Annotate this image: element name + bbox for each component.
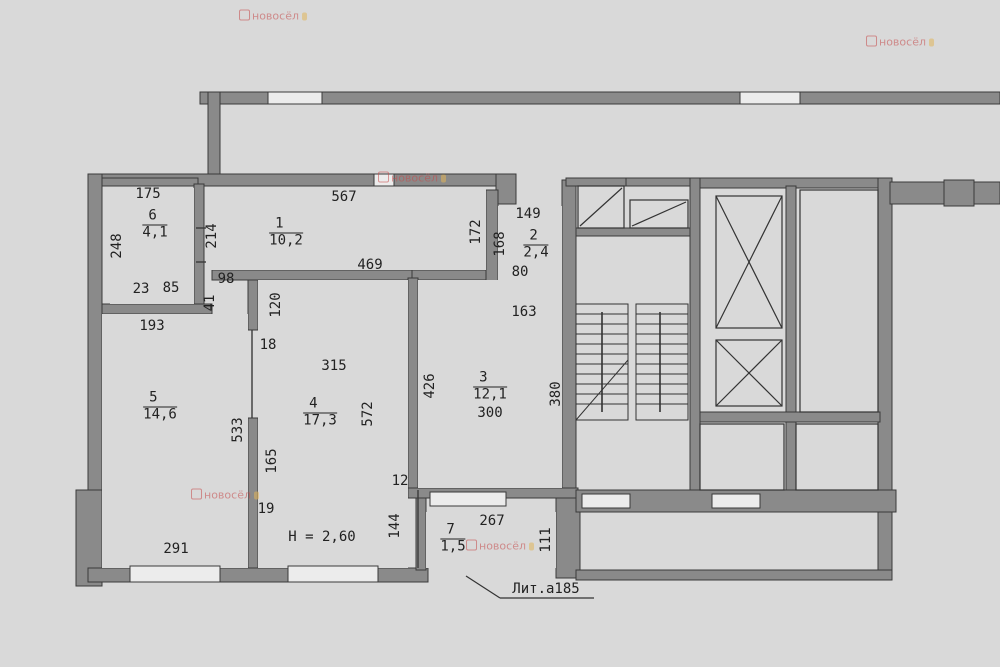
house-icon: [191, 488, 203, 500]
dim: 214: [204, 223, 220, 249]
dim: 18: [259, 337, 277, 353]
key-icon: [928, 38, 934, 47]
dim: 267: [479, 513, 505, 529]
dim: 41: [202, 294, 218, 312]
dim: 380: [548, 381, 564, 407]
key-icon: [440, 174, 446, 183]
key-icon: [301, 12, 307, 21]
staircase: [575, 303, 689, 421]
dim: 19: [257, 501, 275, 517]
corridor-left-wall: [207, 91, 221, 177]
wall-room4-left-upper: [247, 279, 259, 331]
dim: 144: [387, 513, 403, 539]
wall-room5-top: [101, 303, 213, 315]
dim: 111: [538, 527, 554, 553]
dim: 120: [268, 292, 284, 318]
house-icon: [378, 171, 390, 183]
house-icon: [466, 539, 478, 551]
window: [429, 491, 507, 507]
dim: 165: [264, 448, 280, 474]
window: [129, 565, 221, 583]
dim: 315: [321, 358, 347, 374]
dim: 300: [477, 405, 503, 421]
balcony-bottom-wall: [575, 569, 893, 581]
house-icon: [239, 9, 251, 21]
window: [739, 91, 801, 105]
dim: 163: [511, 304, 537, 320]
dim: 469: [357, 257, 383, 273]
elevator-shaft: [715, 195, 783, 329]
window: [287, 565, 379, 583]
dim: 80: [511, 264, 529, 280]
watermark-logo: новосёл: [191, 488, 259, 502]
dim: 98: [217, 271, 235, 287]
dim: 23: [132, 281, 150, 297]
dim: 193: [139, 318, 165, 334]
wall-room6-top: [101, 177, 199, 187]
wall-room4-right: [407, 277, 419, 491]
wall-room1-bottom: [211, 269, 423, 281]
dim: 291: [163, 541, 189, 557]
dim: 567: [331, 189, 357, 205]
dim: 248: [109, 233, 125, 259]
watermark-logo: новосёл: [239, 9, 307, 23]
watermark-logo: новосёл: [378, 171, 446, 185]
dim: 168: [492, 231, 508, 257]
window: [581, 493, 631, 509]
dim: 572: [360, 401, 376, 427]
elevator-left-wall: [689, 177, 701, 499]
house-icon: [866, 35, 878, 47]
window: [711, 493, 761, 509]
watermark-logo: новосёл: [466, 539, 534, 553]
dim: 426: [422, 373, 438, 399]
key-icon: [528, 542, 534, 551]
litera-label: Лит.а185: [512, 581, 580, 597]
wall-room3-top: [411, 269, 493, 281]
dim: 149: [515, 206, 541, 222]
dim: 172: [468, 219, 484, 245]
elevator-mid-wall: [785, 185, 797, 497]
stair-top-wall: [565, 177, 631, 187]
dim: 533: [230, 417, 246, 443]
dim: 12: [391, 473, 409, 489]
ceiling-height-note: H = 2,60: [288, 529, 356, 545]
right-wall: [877, 177, 893, 579]
window: [267, 91, 323, 105]
dim: 175: [135, 186, 161, 202]
key-icon: [253, 491, 259, 500]
elevator-shaft: [715, 339, 783, 407]
watermark-logo: новосёл: [866, 35, 934, 49]
top-wall-step: [495, 173, 517, 205]
dim: 85: [162, 280, 180, 296]
